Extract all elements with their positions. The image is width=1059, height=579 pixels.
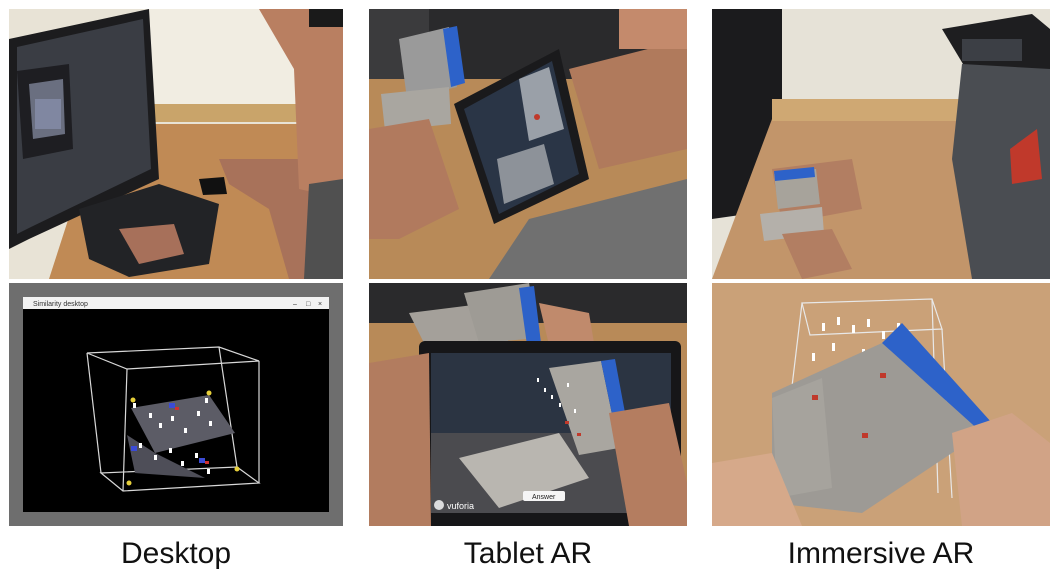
caption-desktop: Desktop bbox=[120, 537, 232, 570]
brand-logo-icon bbox=[434, 500, 444, 510]
window-close-icon[interactable]: × bbox=[318, 301, 322, 308]
photo-tablet-user bbox=[369, 9, 687, 279]
window-title: Similarity desktop bbox=[33, 301, 88, 308]
brand-label: vuforia bbox=[447, 501, 474, 511]
caption-tablet-ar: Tablet AR bbox=[463, 537, 593, 570]
immersive-ar-view bbox=[712, 283, 1050, 526]
tablet-ar-view: Answer vuforia bbox=[369, 283, 687, 526]
window-maximize-icon[interactable]: □ bbox=[306, 301, 311, 308]
answer-button[interactable] bbox=[523, 491, 565, 501]
desktop-app-screenshot: Similarity desktop – □ × bbox=[9, 283, 343, 526]
window-minimize-icon[interactable]: – bbox=[293, 301, 297, 308]
answer-button-label: Answer bbox=[532, 494, 556, 501]
photo-desktop-user bbox=[9, 9, 343, 279]
photo-immersive-user bbox=[712, 9, 1050, 279]
caption-immersive-ar: Immersive AR bbox=[787, 537, 975, 570]
